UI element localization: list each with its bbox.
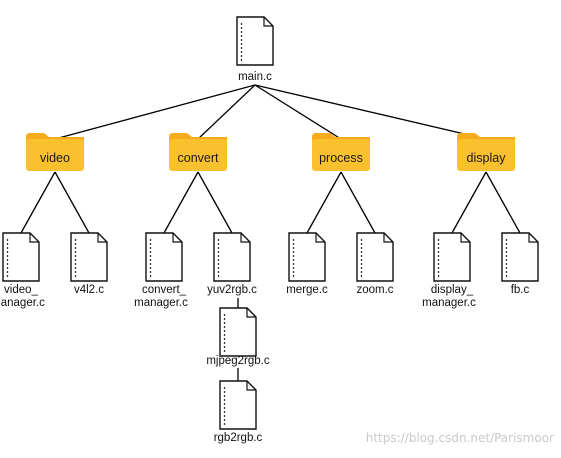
process-file-1-icon — [356, 232, 394, 282]
convert-file-0-icon — [145, 232, 183, 282]
video-file-0-label: video_ — [4, 284, 38, 296]
connector-convert-file-1 — [197, 171, 233, 234]
root-file-label: main.c — [238, 71, 272, 83]
process-folder-icon — [312, 133, 370, 171]
connector-root-process — [254, 84, 342, 140]
display-file-0-icon — [433, 232, 471, 282]
display-file-1-label: fb.c — [511, 284, 530, 296]
convert-file-1-label: yuv2rgb.c — [207, 284, 257, 296]
process-file-0-label: merge.c — [286, 284, 328, 296]
connector-process-file-1 — [340, 171, 376, 234]
connector-root-video — [54, 84, 256, 140]
connector-video-file-0 — [20, 171, 56, 234]
display-folder-icon — [457, 133, 515, 171]
process-file-1-label: zoom.c — [356, 284, 393, 296]
connector-video-file-1 — [54, 171, 90, 234]
video-file-1-icon — [70, 232, 108, 282]
video-folder-label: video — [40, 151, 70, 165]
display-file-0-label: display_ — [431, 284, 474, 296]
process-file-0-icon — [288, 232, 326, 282]
display-file-1-icon — [501, 232, 539, 282]
rgb2rgb-file-label: rgb2rgb.c — [214, 432, 263, 444]
watermark-text: https://blog.csdn.net/Parismoor — [366, 431, 554, 445]
connector-process-file-0 — [306, 171, 342, 234]
video-file-1-label: v4l2.c — [74, 284, 104, 296]
connector-root-convert — [197, 84, 256, 140]
convert-folder-label: convert — [178, 151, 220, 165]
rgb2rgb-file-icon — [219, 380, 257, 430]
connector-display-file-0 — [451, 171, 487, 234]
mjpeg2rgb-file-icon — [219, 307, 257, 357]
process-folder-label: process — [319, 151, 363, 165]
display-file-0-label: manager.c — [422, 297, 476, 309]
display-folder-label: display — [467, 151, 507, 165]
root-file-icon — [236, 16, 274, 66]
mjpeg2rgb-file-label: mjpeg2rgb.c — [206, 355, 270, 367]
connector-convert-file-0 — [163, 171, 199, 234]
convert-folder-icon — [169, 133, 227, 171]
convert-file-1-icon — [213, 232, 251, 282]
video-folder-icon — [26, 133, 84, 171]
video-file-0-icon — [2, 232, 40, 282]
connector-root-display — [254, 84, 487, 140]
video-file-0-label: manager.c — [0, 297, 45, 309]
convert-file-0-label: manager.c — [134, 297, 188, 309]
convert-file-0-label: convert_ — [142, 284, 187, 296]
connector-display-file-1 — [485, 171, 521, 234]
